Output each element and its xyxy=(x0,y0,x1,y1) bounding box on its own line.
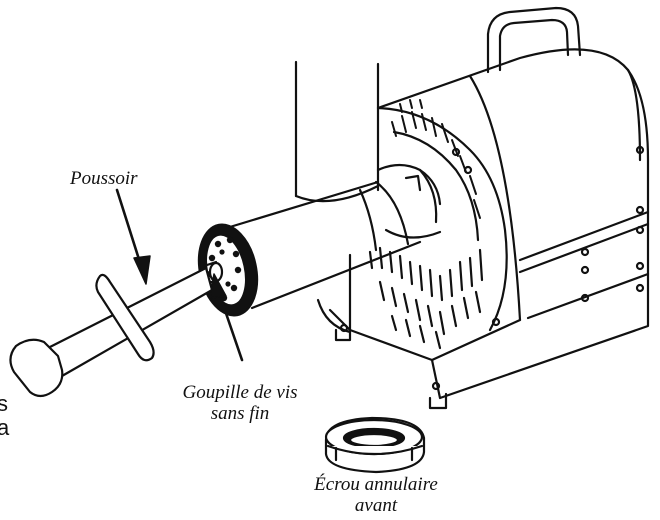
screw-pin-label: Goupille de vis sans fin xyxy=(160,382,320,424)
motor-housing xyxy=(316,6,650,410)
leader-screw-pin xyxy=(209,273,244,362)
lower-vent-grille xyxy=(368,246,484,350)
cropped-text-line1: s xyxy=(0,391,8,416)
pusher-label: Poussoir xyxy=(70,168,138,189)
cropped-text-fragment: s a xyxy=(0,392,9,440)
feed-throat xyxy=(294,60,380,203)
cropped-text-line2: a xyxy=(0,415,10,440)
grinder-head xyxy=(218,163,442,310)
screw-pin-label-line2: sans fin xyxy=(210,403,270,424)
leader-pusher xyxy=(115,188,151,285)
pusher xyxy=(9,266,214,398)
front-nut-label: Écrou annulaire avant xyxy=(286,474,466,516)
carry-handle xyxy=(486,6,582,74)
front-nut-label-line1: Écrou annulaire xyxy=(314,474,438,495)
screw-pin-label-line1: Goupille de vis xyxy=(182,382,298,403)
loose-ring-nut xyxy=(324,416,426,474)
upper-vent-grille xyxy=(391,99,481,219)
front-nut-label-line2: avant xyxy=(354,495,398,516)
